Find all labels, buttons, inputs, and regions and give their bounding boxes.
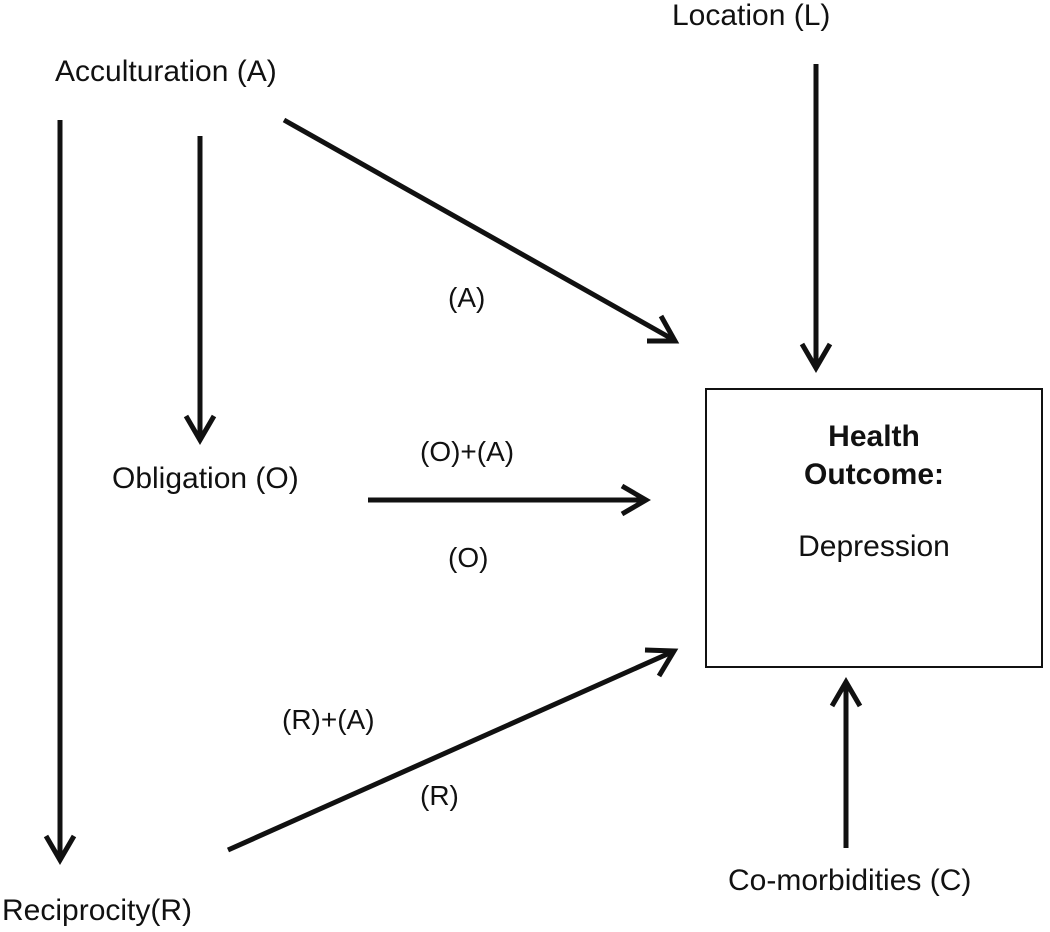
arrow-acculturation-to-reciprocity (43, 120, 77, 865)
health-outcome-title-line1: Health (828, 420, 920, 453)
health-outcome-title-line2: Outcome: (803, 458, 944, 491)
comorbidities-label: Co-morbidities (C) (728, 864, 972, 897)
arrow-acculturation-to-obligation (183, 136, 217, 445)
obligation-edge-label-combined: (O)+(A) (420, 436, 515, 467)
health-outcome-box: Health Outcome: Depression (705, 388, 1043, 668)
acculturation-label: Acculturation (A) (55, 55, 277, 88)
obligation-edge-label: (O) (448, 542, 489, 573)
reciprocity-edge-label-combined: (R)+(A) (282, 704, 375, 735)
obligation-label: Obligation (O) (112, 462, 299, 495)
arrow-acculturation-to-outcome (282, 117, 680, 344)
reciprocity-label: Reciprocity(R) (2, 894, 193, 927)
location-label: Location (L) (672, 0, 831, 32)
arrow-obligation-to-outcome (368, 483, 651, 517)
health-outcome-value: Depression (798, 530, 950, 563)
reciprocity-edge-label: (R) (420, 780, 459, 811)
arrow-location-to-outcome (799, 64, 833, 373)
acculturation-edge-label: (A) (448, 282, 486, 313)
arrow-comorbidities-to-outcome (829, 677, 863, 848)
health-outcome-title: Health Outcome: (707, 418, 1041, 494)
arrow-reciprocity-to-outcome (226, 647, 679, 853)
